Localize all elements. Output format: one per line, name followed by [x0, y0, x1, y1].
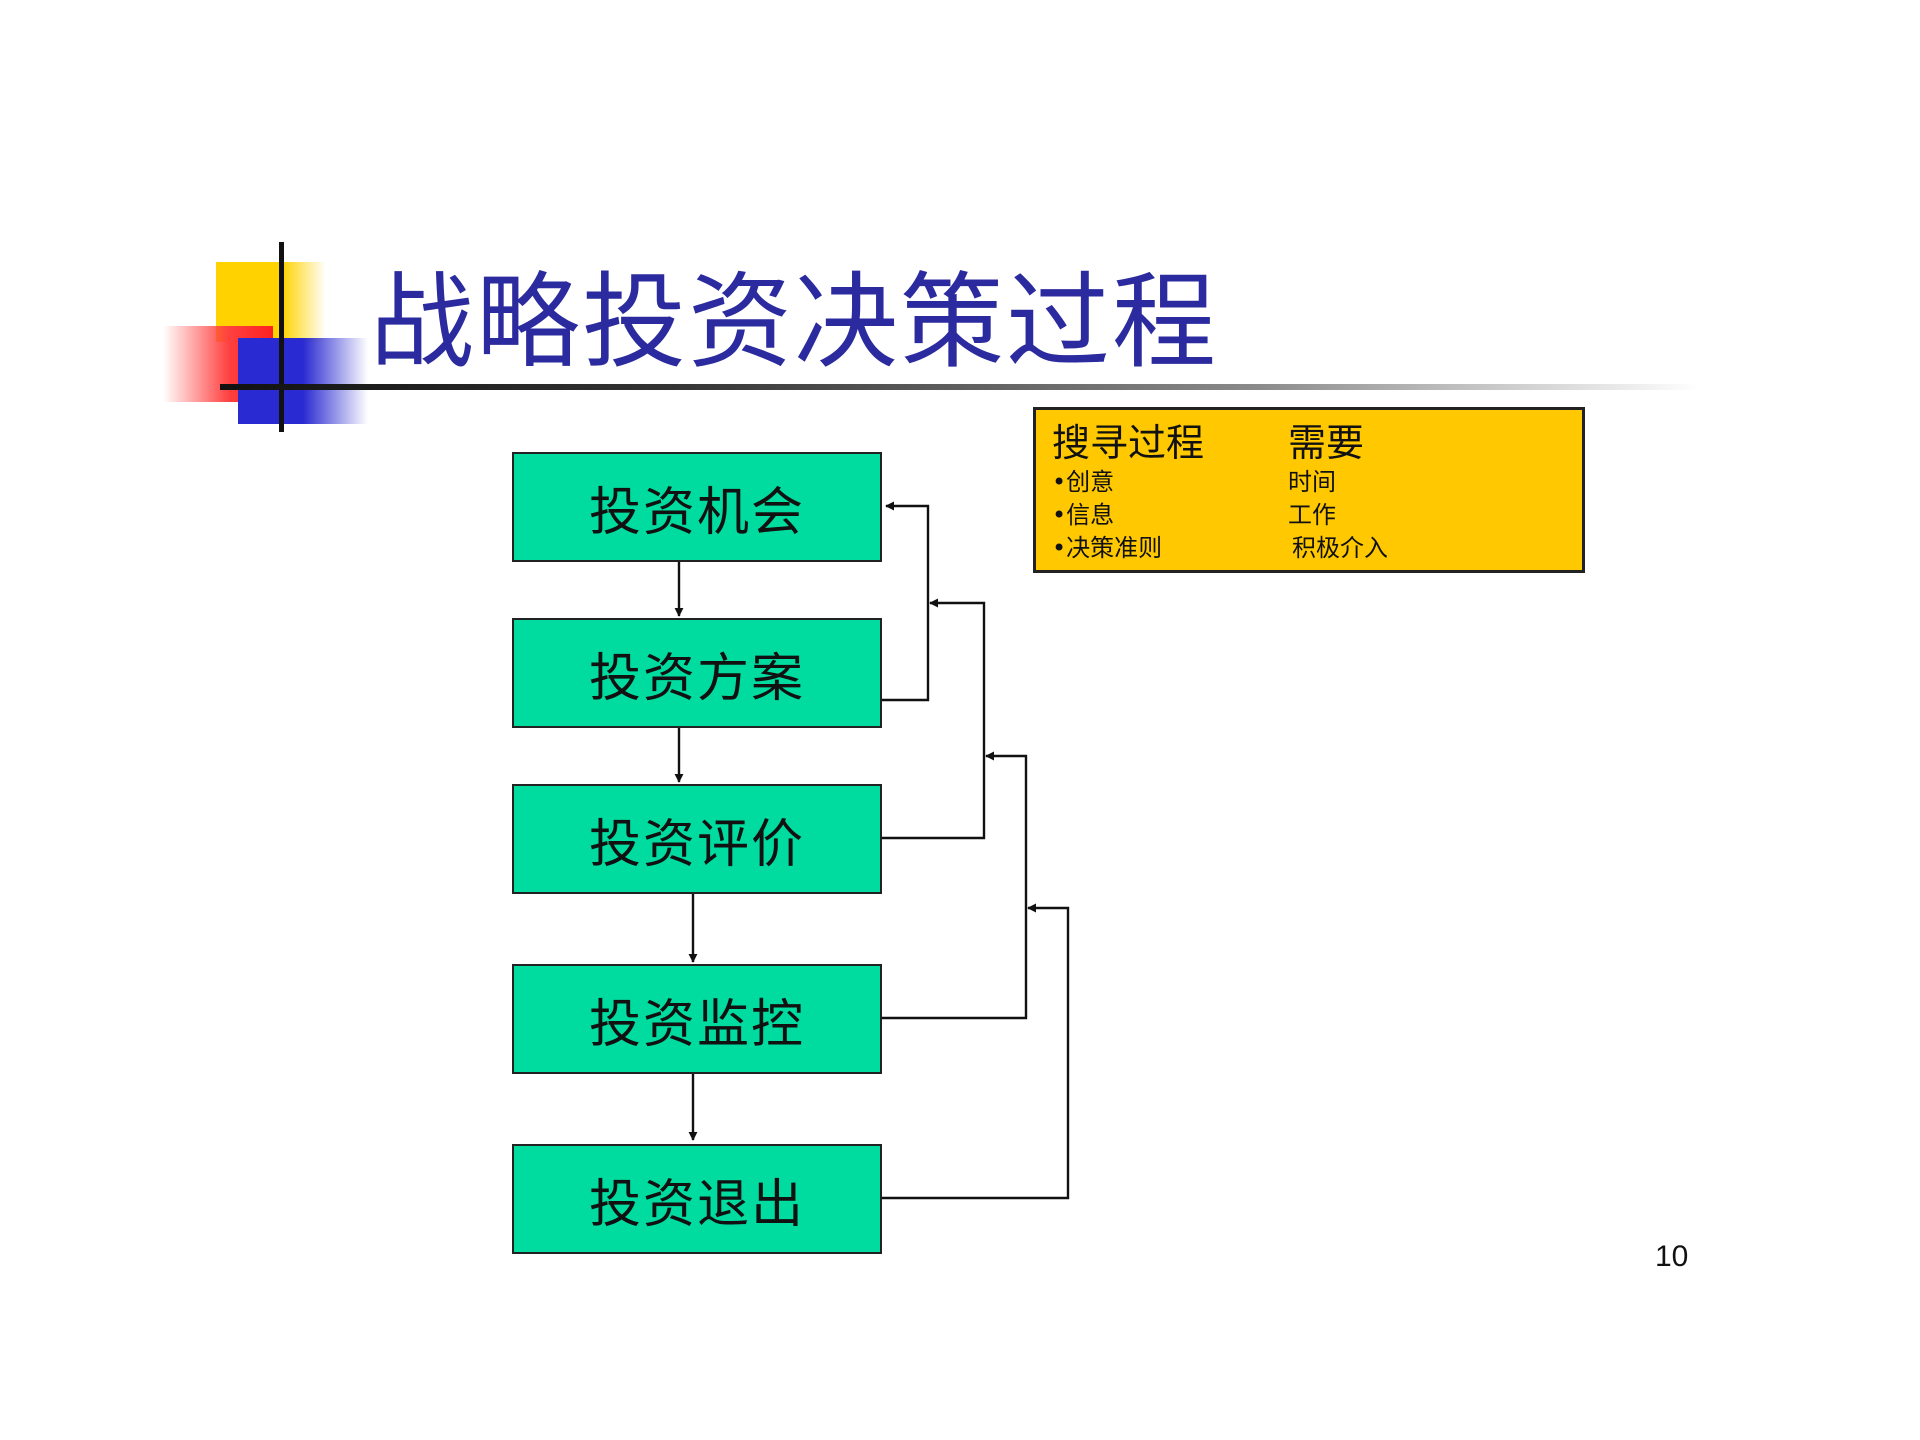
step-investment-monitoring: 投资监控	[512, 964, 882, 1074]
feedback-step5-to-step4	[882, 903, 1070, 1200]
logo-vertical-line	[279, 242, 284, 432]
step-investment-exit: 投资退出	[512, 1144, 882, 1254]
info-box: 搜寻过程 •创意 •信息 •决策准则 需要 时间 工作 积极介入	[1033, 407, 1585, 573]
info-left-item: •创意	[1052, 468, 1115, 496]
step-investment-opportunity: 投资机会	[512, 452, 882, 562]
info-right-item: 时间	[1288, 468, 1336, 496]
title-underline	[220, 384, 1700, 390]
step-investment-evaluation: 投资评价	[512, 784, 882, 894]
info-right-item: 积极介入	[1292, 534, 1388, 562]
feedback-step4-to-step3	[882, 751, 1028, 1020]
feedback-step3-to-step2	[882, 598, 986, 840]
slide-title: 战略投资决策过程	[370, 261, 1219, 383]
info-left-heading: 搜寻过程	[1052, 421, 1205, 465]
logo-blue-square	[238, 338, 368, 424]
feedback-step2-to-step1	[882, 501, 930, 702]
info-left-item: •信息	[1052, 501, 1115, 529]
info-left-item: •决策准则	[1052, 534, 1163, 562]
info-left-column: 搜寻过程 •创意 •信息 •决策准则	[1052, 420, 1204, 565]
info-right-heading: 需要	[1288, 421, 1365, 465]
info-right-column: 需要 时间 工作 积极介入	[1288, 420, 1388, 565]
info-right-item: 工作	[1288, 501, 1336, 529]
step-investment-plan: 投资方案	[512, 618, 882, 728]
page-number: 10	[1655, 1240, 1689, 1273]
